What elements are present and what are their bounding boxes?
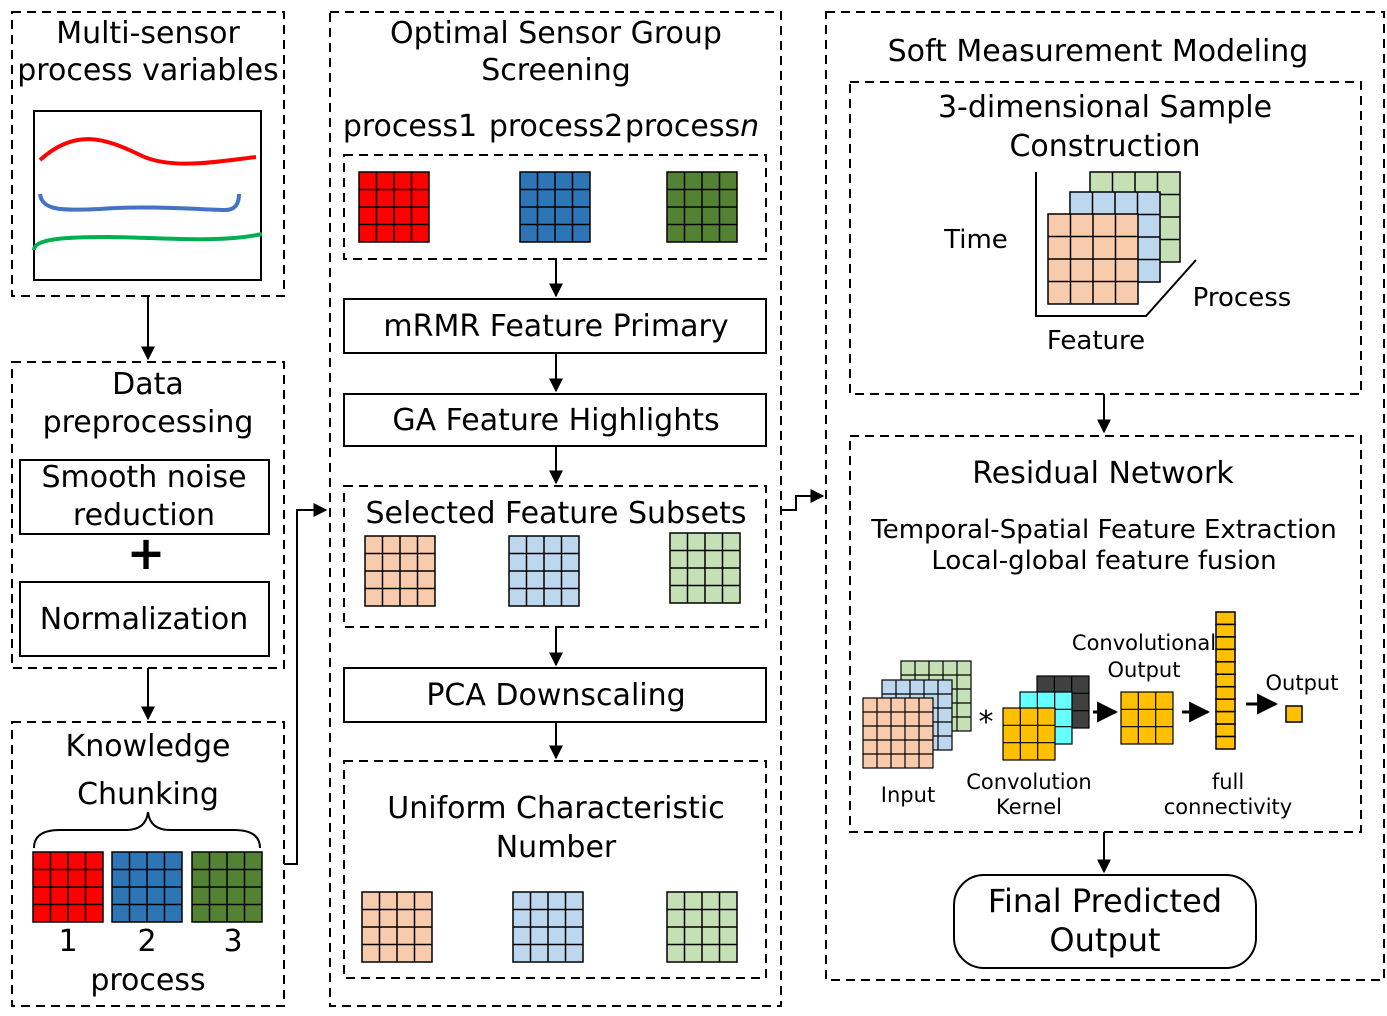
arrow-screening-to-modeling [781, 489, 825, 511]
uniform-label-1: Uniform Characteristic [387, 791, 724, 826]
convolution-star: * [979, 705, 994, 740]
screening-title-1: Optimal Sensor Group [390, 16, 722, 51]
preprocessing-title-1: Data [112, 367, 184, 402]
resnet-desc-2: Local-global feature fusion [931, 546, 1276, 576]
uniform-label-2: Number [496, 830, 617, 865]
cube-layer-feature [1047, 213, 1139, 305]
final-output-box [953, 874, 1257, 969]
process-axis-label: Process [1193, 283, 1292, 313]
uniform-grid-2 [512, 891, 584, 963]
uniform-grid-3 [666, 891, 738, 963]
process1-grid [358, 171, 430, 243]
chunking-title-2: Chunking [77, 777, 219, 812]
full-connectivity-bar [1215, 611, 1236, 750]
process-label: process [90, 963, 205, 998]
normalization-label: Normalization [40, 602, 248, 637]
final-output-label-2: Output [1049, 921, 1160, 959]
conv-output-label-2: Output [1108, 658, 1181, 682]
kernel-label-2: Kernel [996, 795, 1062, 819]
chunking-title-1: Knowledge [66, 729, 231, 764]
green-curve [32, 232, 263, 251]
normalization-box [19, 581, 270, 657]
sample-construction-box [849, 81, 1362, 395]
uniform-grid-1 [361, 891, 433, 963]
blue-curve [38, 193, 241, 213]
residual-network-title: Residual Network [972, 456, 1234, 491]
cube-axes [1035, 172, 1197, 317]
subset-grid-3 [669, 532, 741, 604]
smooth-noise-box [19, 459, 270, 535]
sample-construction-title-1: 3-dimensional Sample [938, 90, 1272, 125]
processn-label: processn [625, 109, 759, 144]
chunk-number-3: 3 [223, 924, 242, 959]
kernel-front [1002, 707, 1056, 761]
preprocessing-title-2: preprocessing [43, 405, 254, 440]
input-layer-front [862, 697, 934, 769]
feature-label: Feature [1047, 326, 1145, 356]
chunk-grid-1 [32, 851, 104, 923]
chunk-number-1: 1 [58, 924, 77, 959]
process2-label: process2 [489, 109, 623, 144]
subset-grid-2 [508, 535, 580, 607]
full-connectivity-label-2: connectivity [1164, 795, 1292, 819]
smooth-noise-label-1: Smooth noise [41, 460, 246, 495]
ga-label: GA Feature Highlights [392, 403, 719, 438]
processn-grid [666, 171, 738, 243]
pca-label: PCA Downscaling [426, 678, 685, 713]
output-cell [1285, 705, 1303, 723]
subset-grid-1 [364, 535, 436, 607]
input-label: Input [881, 783, 935, 807]
smooth-noise-label-2: reduction [73, 498, 215, 533]
chunk-brace [33, 811, 261, 849]
plus-sign: + [127, 526, 166, 580]
modeling-title: Soft Measurement Modeling [888, 34, 1309, 69]
screening-title-2: Screening [481, 53, 631, 88]
residual-network-box [849, 435, 1362, 833]
mrmr-label: mRMR Feature Primary [383, 309, 728, 344]
red-curve [38, 137, 257, 166]
sample-construction-title-2: Construction [1009, 129, 1200, 164]
time-label: Time [943, 225, 1008, 255]
kernel-label-1: Convolution [966, 770, 1091, 794]
final-output-label-1: Final Predicted [988, 882, 1222, 920]
process-variables-plot [33, 110, 262, 281]
conv-output-grid [1120, 691, 1174, 745]
chunk-grid-2 [111, 851, 183, 923]
modeling-box [825, 11, 1385, 981]
uniform-box [343, 760, 767, 979]
chunk-number-2: 2 [137, 924, 156, 959]
output-label: Output [1266, 671, 1339, 695]
arrow-chunking-to-screening [284, 503, 328, 865]
chunk-grid-3 [191, 851, 263, 923]
conv-output-label-1: Convolutional [1072, 631, 1216, 655]
selected-subsets-label: Selected Feature Subsets [365, 496, 746, 531]
full-connectivity-label-1: full [1212, 770, 1244, 794]
process2-grid [519, 171, 591, 243]
resnet-desc-1: Temporal-Spatial Feature Extraction [870, 515, 1336, 545]
multi-sensor-title-1: Multi-sensor [56, 16, 240, 51]
process1-label: process1 [343, 109, 477, 144]
multi-sensor-title-2: process variables [17, 53, 278, 88]
